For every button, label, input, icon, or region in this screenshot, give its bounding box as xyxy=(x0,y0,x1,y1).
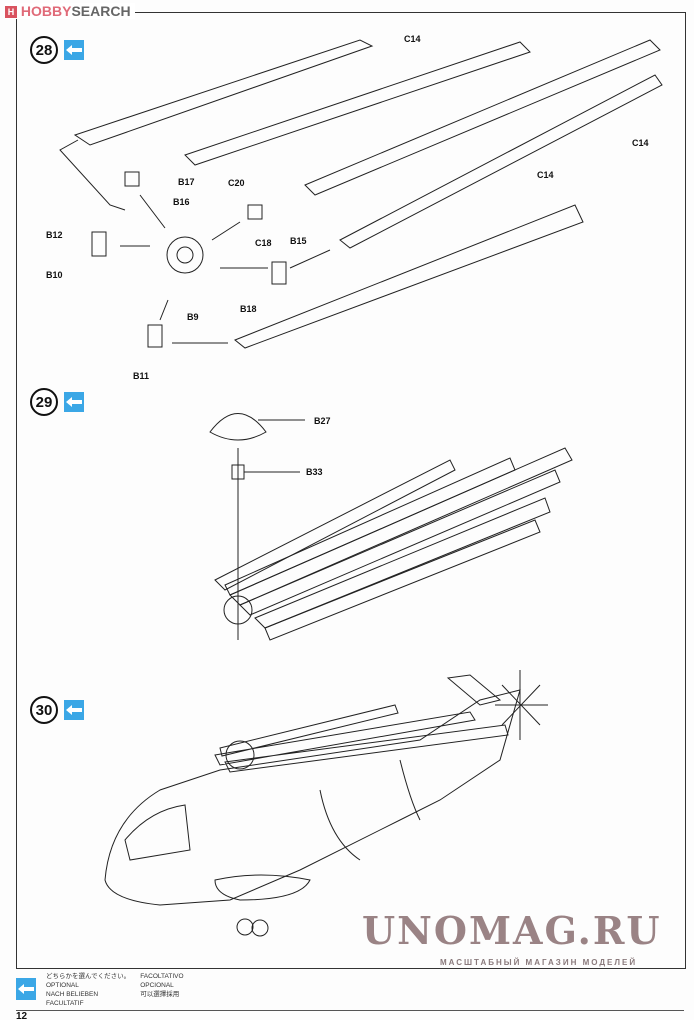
legend-text: 可以選擇採用 xyxy=(140,991,180,998)
step-30-helicopter xyxy=(104,670,548,937)
optional-arrows-icon xyxy=(64,392,84,412)
optional-arrows-icon xyxy=(64,700,84,720)
part-label: C14 xyxy=(537,170,554,180)
part-label: B10 xyxy=(46,270,63,280)
legend-text: NACH BELIEBEN xyxy=(46,991,99,998)
part-label: B12 xyxy=(46,230,63,240)
legend-column-1: どちらかを選んでください。 OPTIONAL NACH BELIEBEN FAC… xyxy=(46,972,130,1008)
step-28-rotor-hub xyxy=(59,139,331,348)
legend-column-2: FACOLTATIVO OPCIONAL 可以選擇採用 xyxy=(140,972,183,1008)
optional-legend: どちらかを選んでください。 OPTIONAL NACH BELIEBEN FAC… xyxy=(16,972,184,1008)
step-28-blades xyxy=(73,39,663,349)
legend-text: OPTIONAL xyxy=(46,982,79,989)
step-number: 30 xyxy=(30,696,58,724)
part-label: C20 xyxy=(228,178,245,188)
step-number: 29 xyxy=(30,388,58,416)
part-label: B17 xyxy=(178,177,195,187)
part-label: B16 xyxy=(173,197,190,207)
part-label: B15 xyxy=(290,236,307,246)
legend-text: OPCIONAL xyxy=(140,982,174,989)
part-label: B11 xyxy=(133,371,150,381)
step-number: 28 xyxy=(30,36,58,64)
optional-arrows-icon xyxy=(64,40,84,60)
step-28-header: 28 xyxy=(30,36,84,64)
part-label: C14 xyxy=(404,34,421,44)
part-label: B18 xyxy=(240,304,257,314)
part-label: B9 xyxy=(187,312,199,322)
legend-text: FACULTATIF xyxy=(46,1000,84,1007)
hobby-search-logo: H HOBBYSEARCH xyxy=(5,3,135,19)
page-number: 12 xyxy=(16,1011,28,1020)
part-label: C18 xyxy=(255,238,272,248)
step-29-header: 29 xyxy=(30,388,84,416)
footer-rule xyxy=(16,1010,684,1011)
part-label: B27 xyxy=(314,416,331,426)
page-frame xyxy=(16,12,686,969)
legend-text: どちらかを選んでください。 xyxy=(46,973,131,980)
step-30-header: 30 xyxy=(30,696,84,724)
watermark-subtitle: МАСШТАБНЫЙ МАГАЗИН МОДЕЛЕЙ xyxy=(440,958,638,967)
legend-text: FACOLTATIVO xyxy=(140,973,184,980)
optional-arrows-icon xyxy=(16,978,36,1000)
part-label: B33 xyxy=(306,467,323,477)
part-label: C14 xyxy=(632,138,649,148)
step-29-assembly xyxy=(209,413,573,641)
watermark-title: UNOMAG.RU xyxy=(362,908,662,953)
